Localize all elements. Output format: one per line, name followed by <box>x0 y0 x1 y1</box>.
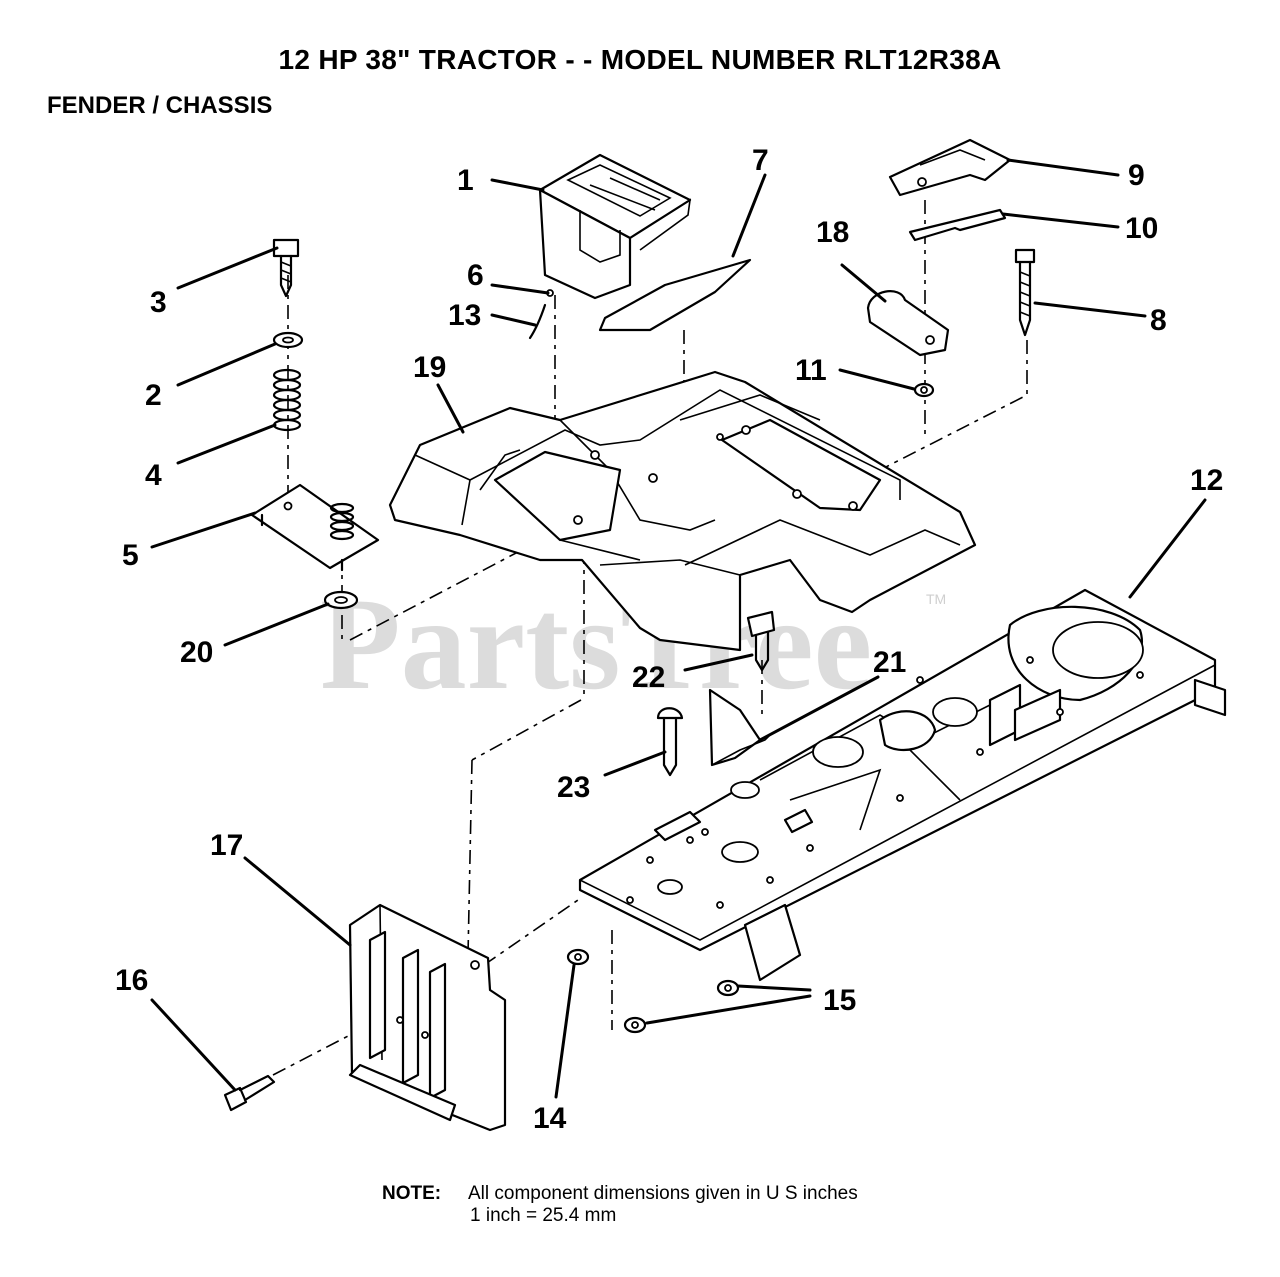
washer-part-2 <box>272 331 304 349</box>
callout-11: 11 <box>795 354 827 387</box>
nuts-part-15 <box>623 979 740 1034</box>
decal-part-7 <box>598 258 752 332</box>
callout-2: 2 <box>145 379 162 412</box>
page-title: 12 HP 38" TRACTOR - - MODEL NUMBER RLT12… <box>278 44 1002 75</box>
svg-text:TM: TM <box>926 591 946 607</box>
callout-16: 16 <box>115 964 148 997</box>
chassis-frame-part-12 <box>578 588 1227 982</box>
fender-part-19 <box>388 370 977 652</box>
callout-4: 4 <box>145 459 162 492</box>
callout-15: 15 <box>823 984 856 1017</box>
callout-23: 23 <box>557 771 590 804</box>
plate-part-10 <box>908 208 1007 242</box>
note-line-1: NOTE: All component dimensions given in U… <box>382 1183 858 1205</box>
plate-part-5 <box>250 483 380 572</box>
nut-part-14 <box>566 948 590 966</box>
bolt-part-3 <box>272 238 300 298</box>
callout-21: 21 <box>873 646 906 679</box>
callout-1: 1 <box>457 164 474 197</box>
callout-9: 9 <box>1128 159 1145 192</box>
note-text-2: 1 inch = 25.4 mm <box>470 1205 617 1226</box>
callout-17: 17 <box>210 829 243 862</box>
watermark: PartsTree TM <box>320 570 946 717</box>
hose-parts-6-13 <box>528 289 554 340</box>
tray-part-1 <box>538 153 692 300</box>
callout-18: 18 <box>816 216 849 249</box>
callout-6: 6 <box>467 259 484 292</box>
panel-part-17 <box>348 903 507 1132</box>
screw-part-22 <box>746 610 776 672</box>
screw-part-8 <box>1014 248 1036 337</box>
washer-part-20 <box>323 590 359 610</box>
svg-text:PartsTree: PartsTree <box>320 570 872 717</box>
callout-22: 22 <box>632 661 665 694</box>
nut-part-11 <box>913 382 935 398</box>
bracket-part-9 <box>888 138 1012 197</box>
note-label: NOTE: <box>382 1183 442 1204</box>
callout-8: 8 <box>1150 304 1167 337</box>
bolt-part-23 <box>656 707 684 777</box>
callout-3: 3 <box>150 286 167 319</box>
callout-numbers: 1 2 3 4 5 6 7 8 9 10 11 12 13 14 15 16 1… <box>115 144 1223 1135</box>
footnote: NOTE: All component dimensions given in U… <box>382 1183 858 1227</box>
note-text-1: All component dimensions given in U S in… <box>468 1183 858 1204</box>
callout-13: 13 <box>448 299 481 332</box>
leader-lines <box>150 158 1207 1099</box>
callout-12: 12 <box>1190 464 1223 497</box>
callout-20: 20 <box>180 636 213 669</box>
callout-7: 7 <box>752 144 769 177</box>
callout-14: 14 <box>533 1102 567 1135</box>
spring-part-4 <box>272 368 302 432</box>
bolt-part-16 <box>223 1074 276 1112</box>
section-heading: FENDER / CHASSIS <box>47 92 273 119</box>
callout-5: 5 <box>122 539 139 572</box>
callout-19: 19 <box>413 351 446 384</box>
callout-10: 10 <box>1125 212 1158 245</box>
clamp-part-18 <box>866 290 950 357</box>
